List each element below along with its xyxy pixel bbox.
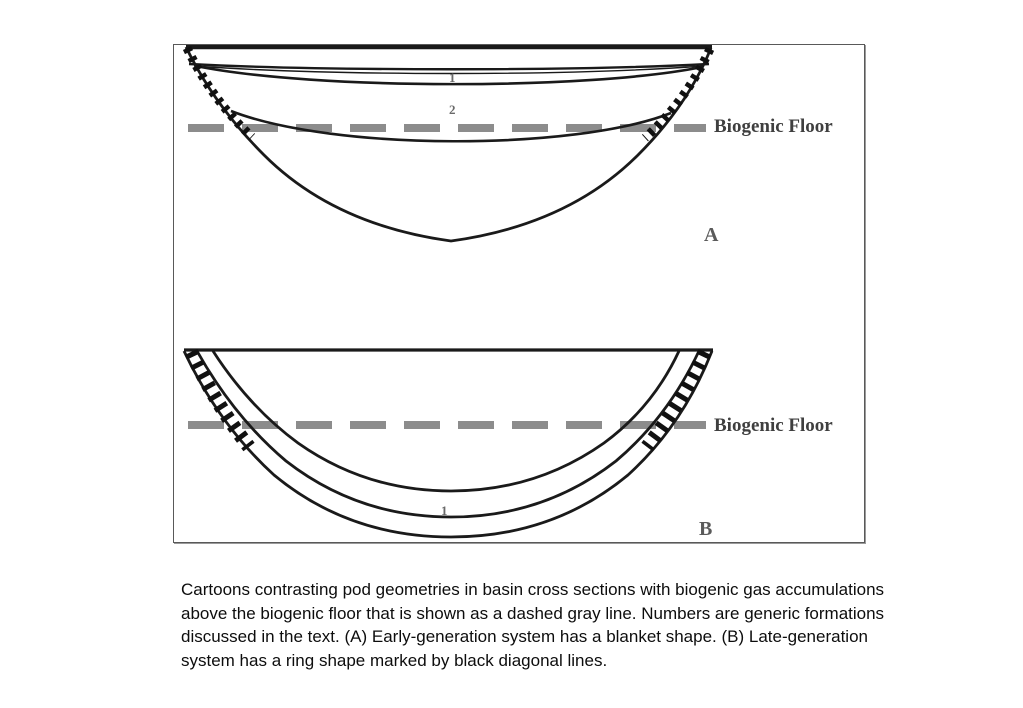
- panel-a-letter: A: [704, 224, 719, 246]
- basin-b-middle-bowl: [195, 350, 701, 519]
- formation-1-label-b: 1: [441, 503, 448, 518]
- basin-b-outer-bowl: [182, 350, 714, 539]
- biogenic-floor-label-a: Biogenic Floor: [714, 116, 833, 137]
- basin-cross-section-figure: 1 2 Biogenic Floor A 1 Biogenic Floor B: [173, 44, 865, 543]
- hatch-band-b-right: [641, 349, 712, 452]
- basin-a-layer-line-1: [188, 62, 710, 71]
- basin-a-formation-1-base: [195, 64, 703, 86]
- formation-1-label-a: 1: [449, 70, 456, 85]
- biogenic-floor-label-b: Biogenic Floor: [714, 415, 833, 436]
- formation-2-label-a: 2: [449, 102, 456, 117]
- figure-canvas: 1 2 Biogenic Floor A 1 Biogenic Floor B: [182, 45, 833, 540]
- hatch-band-b-left: [184, 349, 255, 452]
- hatch-chain-a-right: [641, 47, 715, 142]
- hatch-chain-a-left: [182, 46, 256, 141]
- basin-a-layer-line-faint: [193, 65, 705, 75]
- basin-a-formation-2-base: [230, 109, 672, 143]
- figure-caption: Cartoons contrasting pod geometries in b…: [181, 580, 885, 670]
- panel-a-diagram: 1 2 Biogenic Floor A: [182, 45, 833, 246]
- panel-b-letter: B: [699, 518, 712, 540]
- basin-b-inner-bowl: [211, 350, 681, 493]
- panel-b-diagram: 1 Biogenic Floor B: [182, 348, 833, 540]
